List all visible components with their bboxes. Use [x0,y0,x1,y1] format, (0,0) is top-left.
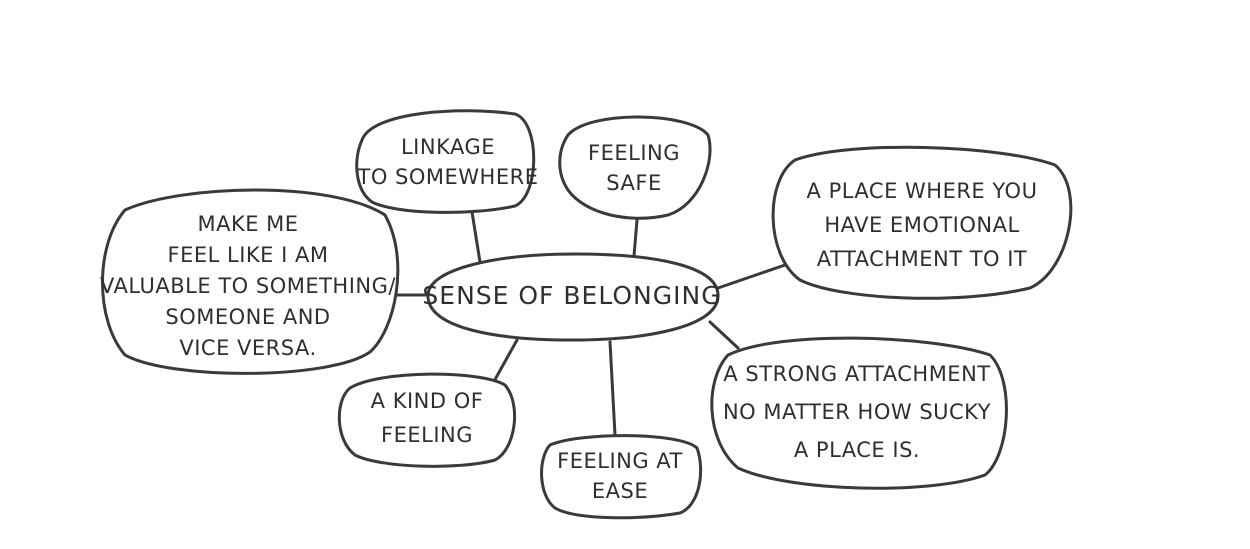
label-line: MAKE ME [197,212,298,236]
bubble-kind-label: A KIND OF FEELING [371,389,484,447]
label-line: NO MATTER HOW SUCKY [723,400,991,424]
connector-strong [708,320,740,350]
bubble-linkage-label: LINKAGE TO SOMEWHERE [357,135,539,189]
bubble-kind: A KIND OF FEELING [337,372,517,468]
connector-ease [608,340,617,437]
center-node-label: SENSE OF BELONGING [422,281,721,310]
label-line: SAFE [606,171,661,195]
label-line: VALUABLE TO SOMETHING/ [100,274,396,298]
bubble-strong-label: A STRONG ATTACHMENT NO MATTER HOW SUCKY A … [723,362,991,462]
connectors [393,210,787,437]
connector-safe [632,218,639,258]
bubble-emotional: A PLACE WHERE YOU HAVE EMOTIONAL ATTACHMEN… [771,145,1073,300]
bubble-valuable: MAKE ME FEEL LIKE I AM VALUABLE TO SOMETHI… [100,188,400,375]
label-line: FEELING [588,141,680,165]
label-line: FEELING AT [557,449,683,473]
label-line: SOMEONE AND [165,305,330,329]
bubble-linkage: LINKAGE TO SOMEWHERE [355,109,539,214]
bubble-ease-label: FEELING AT EASE [557,449,683,503]
label-line: A PLACE WHERE YOU [807,179,1038,203]
bubble-valuable-label: MAKE ME FEEL LIKE I AM VALUABLE TO SOMETHI… [100,212,396,360]
bubble-ease: FEELING AT EASE [540,434,703,520]
label-line: VICE VERSA. [179,336,316,360]
label-line: EASE [592,479,648,503]
bubble-safe-label: FEELING SAFE [588,141,680,195]
bubble-strong: A STRONG ATTACHMENT NO MATTER HOW SUCKY A … [710,336,1008,490]
label-line: TO SOMEWHERE [357,165,539,189]
label-line: FEEL LIKE I AM [168,243,329,267]
label-line: SENSE OF BELONGING [422,281,721,310]
label-line: A KIND OF [371,389,484,413]
label-line: LINKAGE [401,135,495,159]
label-line: ATTACHMENT TO IT [817,247,1028,271]
connector-linkage [470,210,482,264]
bubble-emotional-label: A PLACE WHERE YOU HAVE EMOTIONAL ATTACHMEN… [807,179,1038,271]
center-node: SENSE OF BELONGING [422,252,721,342]
bubble-safe: FEELING SAFE [558,115,712,220]
connector-emotional [716,263,787,290]
connector-kind [490,338,519,387]
label-line: HAVE EMOTIONAL [824,213,1019,237]
label-line: FEELING [381,423,473,447]
label-line: A STRONG ATTACHMENT [723,362,990,386]
label-line: A PLACE IS. [794,438,920,462]
